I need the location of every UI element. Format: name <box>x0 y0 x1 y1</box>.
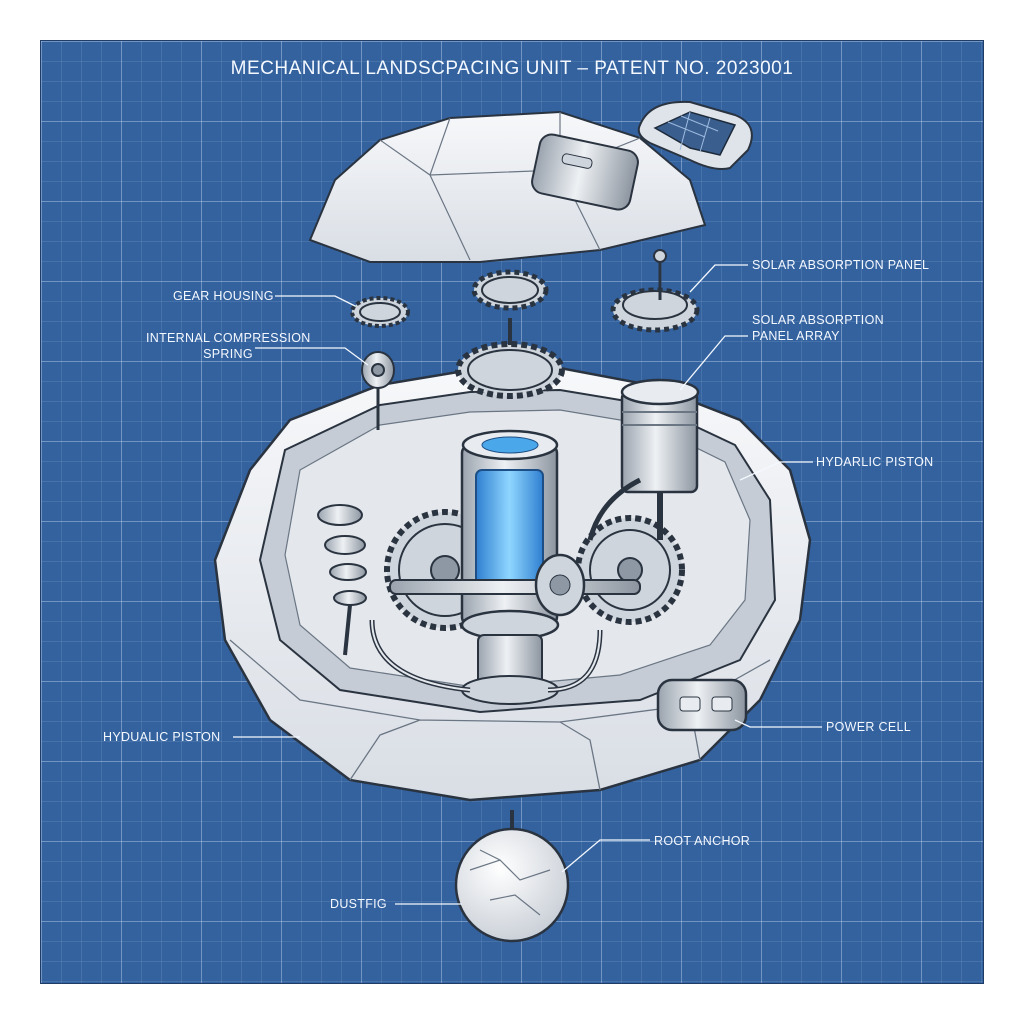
label-solar-absorption-panel-array: SOLAR ABSORPTION PANEL ARRAY <box>752 312 884 344</box>
label-line-2: PANEL ARRAY <box>752 329 840 343</box>
label-power-cell: POWER CELL <box>826 720 911 734</box>
page-title: MECHANICAL LANDSCPACING UNIT – PATENT NO… <box>230 58 794 79</box>
label-line-2: SPRING <box>203 347 253 361</box>
label-root-anchor: ROOT ANCHOR <box>654 834 751 848</box>
root-anchor-stone <box>454 810 570 943</box>
label-line-1: INTERNAL COMPRESSION <box>146 331 311 345</box>
lid-rock <box>308 110 707 263</box>
label-hydualic-piston: HYDUALIC PISTON <box>103 730 221 744</box>
power-cell <box>656 678 748 732</box>
label-line-1: SOLAR ABSORPTION <box>752 313 884 327</box>
compression-spring-stack <box>317 351 395 656</box>
central-power-core <box>460 429 560 705</box>
label-hydarlic-piston: HYDARLIC PISTON <box>816 455 934 469</box>
label-dustfig: DUSTFIG <box>330 897 387 911</box>
hydraulic-piston <box>620 378 700 540</box>
label-solar-absorption-panel: SOLAR ABSORPTION PANEL <box>752 258 930 272</box>
solar-panel <box>637 100 753 170</box>
drive-axle <box>389 553 641 617</box>
leader-lines <box>233 264 822 905</box>
label-internal-compression-spring: INTERNAL COMPRESSION SPRING <box>146 330 310 362</box>
label-gear-housing: GEAR HOUSING <box>173 289 274 303</box>
